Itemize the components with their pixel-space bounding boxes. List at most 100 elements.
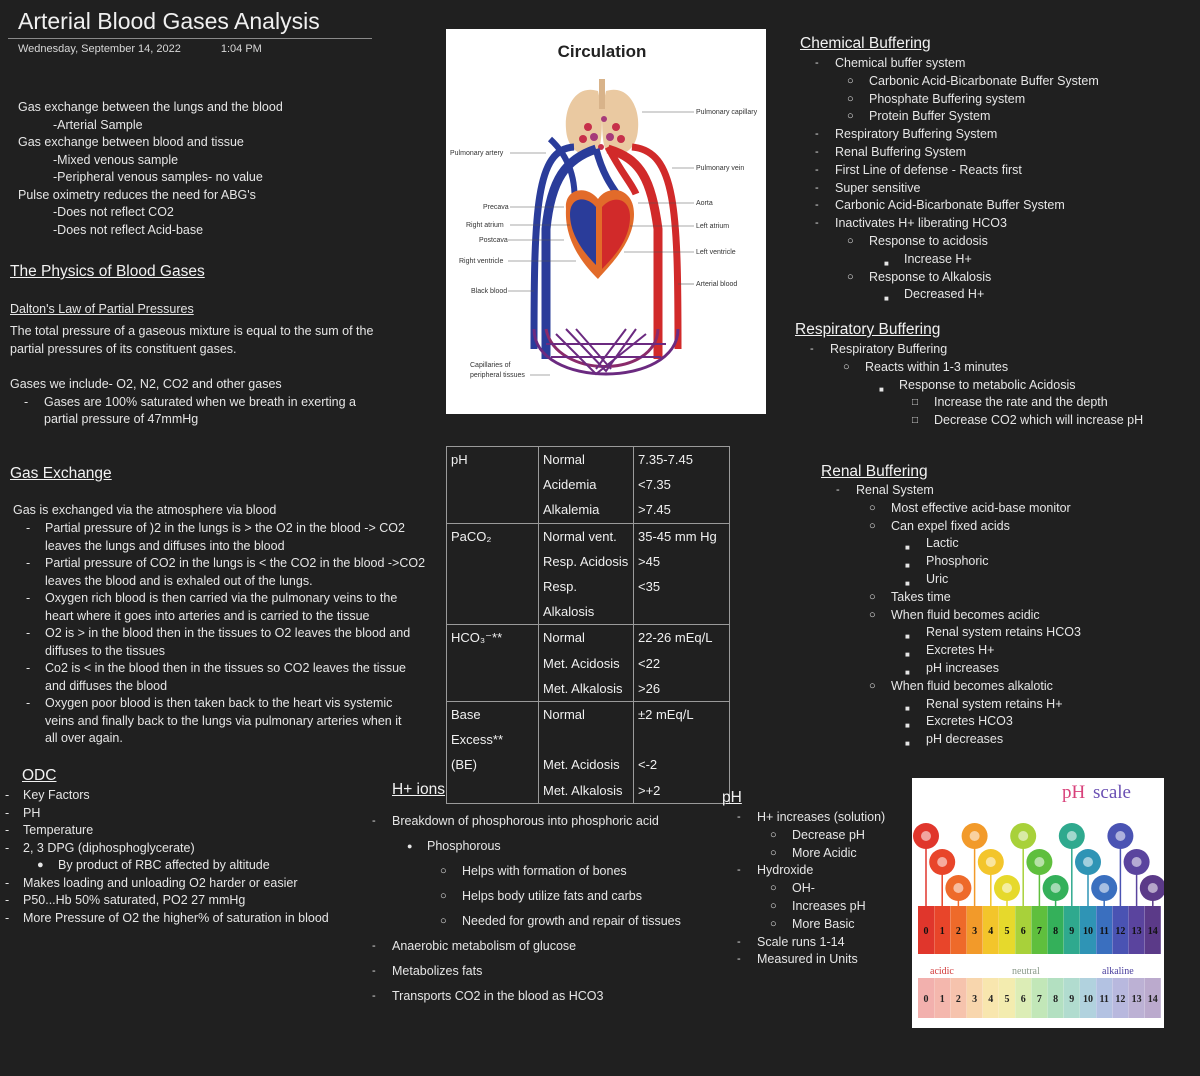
list-item-text: P50...Hb 50% saturated, PO2 27 mmHg [23,893,246,908]
ph-scale-cell [1128,906,1145,954]
list-subitem: ○Phosphate Buffering system [815,91,1099,109]
label-precava: Precava [483,204,509,211]
ph-scale-number: 7 [1037,994,1042,1005]
list-item-text: diffuses to the tissues [45,643,165,658]
label-right-atrium: Right atrium [466,222,504,229]
ph-scale-number: 12 [1115,994,1125,1005]
ph-scale-cell [1096,906,1113,954]
dash-marker: - [372,965,376,977]
table-cell: Resp. Acidosis [538,548,634,575]
ph-scale-number: 2 [956,926,961,937]
lungs-icon [565,79,639,156]
ph-scale-number: 9 [1069,994,1074,1005]
label-black-blood: Black blood [471,288,507,295]
dash-marker: - [815,217,819,230]
checkbox-icon: □ [912,415,919,427]
label-arterial-blood: Arterial blood [696,281,737,288]
list-item-text: More Basic [792,916,855,931]
dash-marker: - [737,811,741,823]
chemical-buffering-list: -Chemical buffer system ○Carbonic Acid-B… [815,55,1099,304]
dash-marker: - [815,57,819,69]
dash-marker: - [372,990,376,1002]
ph-scale-cell [918,906,934,954]
h-ions-heading: H+ ions [392,781,445,798]
intro-line: Gas exchange between blood and tissue [18,135,244,149]
list-item-text: Reacts within 1-3 minutes [865,359,1009,374]
list-item-text: First Line of defense - Reacts first [835,162,1022,177]
ph-scale-cell [1015,906,1032,954]
label-right-ventricle: Right ventricle [459,258,503,265]
physics-line: Gases we include- O2, N2, CO2 and other … [10,377,282,391]
list-item-text: When fluid becomes acidic [891,607,1040,622]
list-item: Makes loading and unloading O2 harder or… [0,875,329,893]
list-item-text: Renal system retains H+ [926,696,1063,711]
ph-scale-number: 1 [940,994,945,1005]
ph-example-icon-highlight [937,857,948,867]
list-item-text: Gases are 100% saturated when we breath … [44,394,356,409]
list-item-text: Increases pH [792,898,866,913]
circle-bullet-icon: ○ [869,590,876,603]
ph-scale-cell [950,978,967,1018]
circle-bullet-icon: ○ [440,890,447,902]
table-cell [446,497,539,524]
ph-example-icon-highlight [1034,857,1045,867]
table-cell [446,675,539,703]
table-cell: PaCO₂ [446,522,539,549]
list-item-text: Phosphoric [926,554,989,569]
ph-example-icon-highlight [969,831,980,841]
circle-bullet-icon: ○ [869,679,876,692]
table-cell: HCO₃⁻** [446,624,539,651]
list-subsubitem: ■Increase H+ [815,251,1099,269]
table-cell: Normal vent. [538,522,634,549]
list-item-text: 2, 3 DPG (diphosphoglycerate) [23,840,195,855]
circle-bullet-icon: ○ [770,917,777,930]
list-item: Oxygen rich blood is then carried via th… [0,590,440,625]
dash-marker: - [810,343,814,355]
table-cell [446,650,539,676]
checkbox-icon: □ [912,397,919,409]
dash-marker: - [815,181,819,194]
list-item: -Scale runs 1-14 [737,934,885,952]
ph-scale-cell [999,906,1015,954]
label-aorta: Aorta [696,200,713,207]
ph-scale-number: 5 [1005,926,1010,937]
list-item-text: Lactic [926,536,959,551]
intro-line: -Does not reflect CO2 [53,205,174,219]
list-item-text: pH decreases [926,732,1004,747]
ph-list: -H+ increases (solution) ○Decrease pH ○M… [737,809,885,969]
page-time: 1:04 PM [220,43,262,55]
list-item-text: veins and finally back to the lungs via … [45,713,402,728]
dash-marker: - [815,145,819,158]
circle-bullet-icon: ○ [440,865,447,877]
list-item: Partial pressure of CO2 in the lungs is … [0,555,440,590]
list-item: Oxygen poor blood is then taken back to … [0,695,440,748]
table-row: Met. Acidosis<22 [446,650,730,676]
table-cell: pH [446,446,539,473]
table-cell: >45 [633,548,730,575]
table-row: Acidemia<7.35 [446,472,730,498]
renal-buffering-list: -Renal System ○Most effective acid-base … [836,482,1081,749]
list-item-text: pH increases [926,660,999,675]
ph-example-icon-highlight [985,857,996,867]
list-item-text: Measured in Units [757,952,858,967]
label-capillaries-b: peripheral tissues [470,372,525,379]
title-divider [8,38,372,39]
physics-heading: The Physics of Blood Gases [10,263,205,280]
intro-line: Gas exchange between the lungs and the b… [18,100,283,114]
dash-marker: - [372,815,376,827]
list-item-text: Hydroxide [757,863,814,878]
ph-example-icon-highlight [953,883,964,893]
list-item: More Pressure of O2 the higher% of satur… [0,910,329,928]
list-subsubitem: ■Excretes H+ [836,642,1081,660]
dash-marker: - [815,199,819,212]
ph-label-neutral: neutral [1012,966,1040,977]
table-row: Met. Alkalosis>26 [446,675,730,703]
list-item-text: Makes loading and unloading O2 harder or… [23,875,298,890]
list-item-text: Takes time [891,589,951,604]
list-item-text: PH [23,805,41,820]
gas-exchange-heading: Gas Exchange [10,465,112,482]
